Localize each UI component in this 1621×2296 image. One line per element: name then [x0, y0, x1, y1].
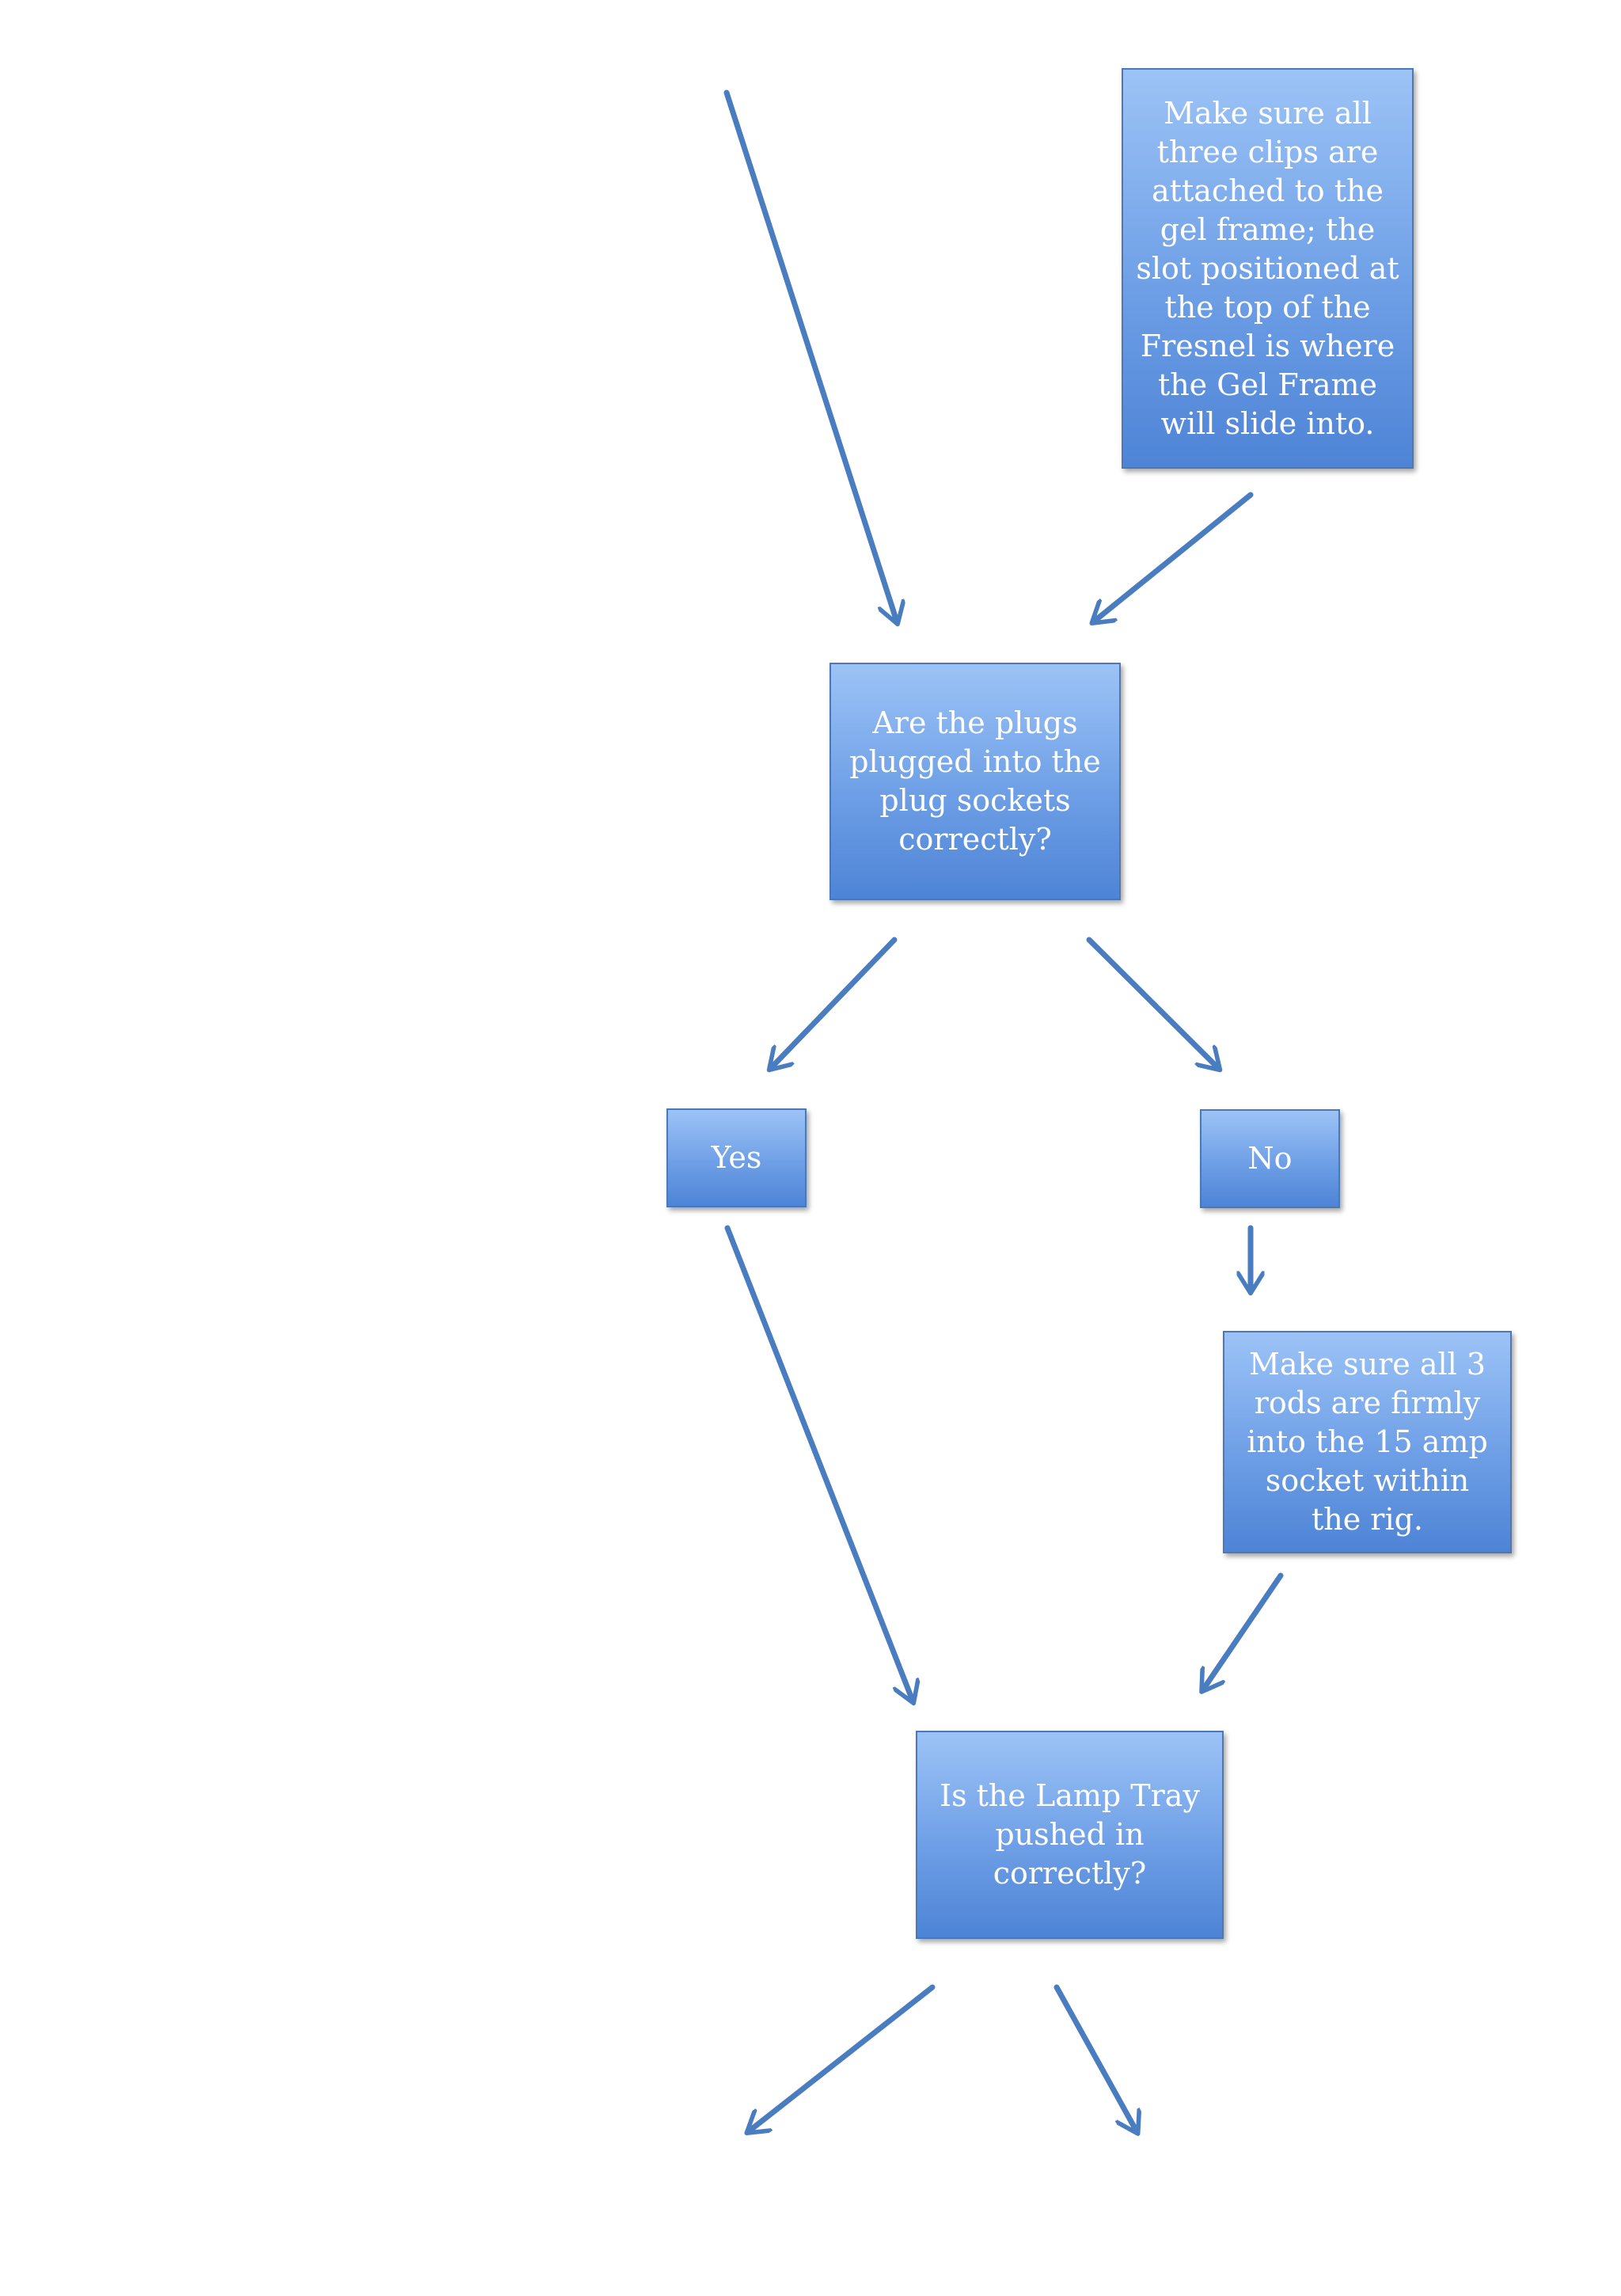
no-text: No: [1247, 1141, 1293, 1176]
arrow-lamp-tray-question-to-bottom-left: [749, 1984, 936, 2131]
rods-note-box: Make sure all 3 rods are firmly into the…: [1223, 1331, 1512, 1553]
arrow-rods-note-to-lamp-tray-question: [1203, 1572, 1284, 1690]
plugs-question-text: Are the plugs plugged into the plug sock…: [849, 705, 1101, 857]
yes-box: Yes: [666, 1108, 807, 1207]
yes-text: Yes: [711, 1140, 762, 1175]
clips-note-text: Make sure all three clips are attached t…: [1136, 95, 1399, 441]
arrow-plugs-question-to-no: [1086, 937, 1218, 1068]
no-box: No: [1200, 1109, 1340, 1208]
clips-note-box: Make sure all three clips are attached t…: [1122, 68, 1414, 469]
lamp-tray-question-text: Is the Lamp Tray pushed in correctly?: [940, 1778, 1200, 1891]
arrow-lamp-tray-question-to-bottom-right: [1053, 1984, 1137, 2131]
arrow-yes-to-lamp-tray-question: [724, 1225, 913, 1701]
arrow-top-to-plugs-question: [723, 89, 897, 622]
arrow-clips-note-to-plugs-question: [1094, 492, 1254, 622]
arrow-plugs-question-to-yes: [771, 937, 898, 1068]
plugs-question-box: Are the plugs plugged into the plug sock…: [829, 663, 1121, 900]
lamp-tray-question-box: Is the Lamp Tray pushed in correctly?: [916, 1731, 1224, 1939]
rods-note-text: Make sure all 3 rods are firmly into the…: [1247, 1347, 1488, 1537]
